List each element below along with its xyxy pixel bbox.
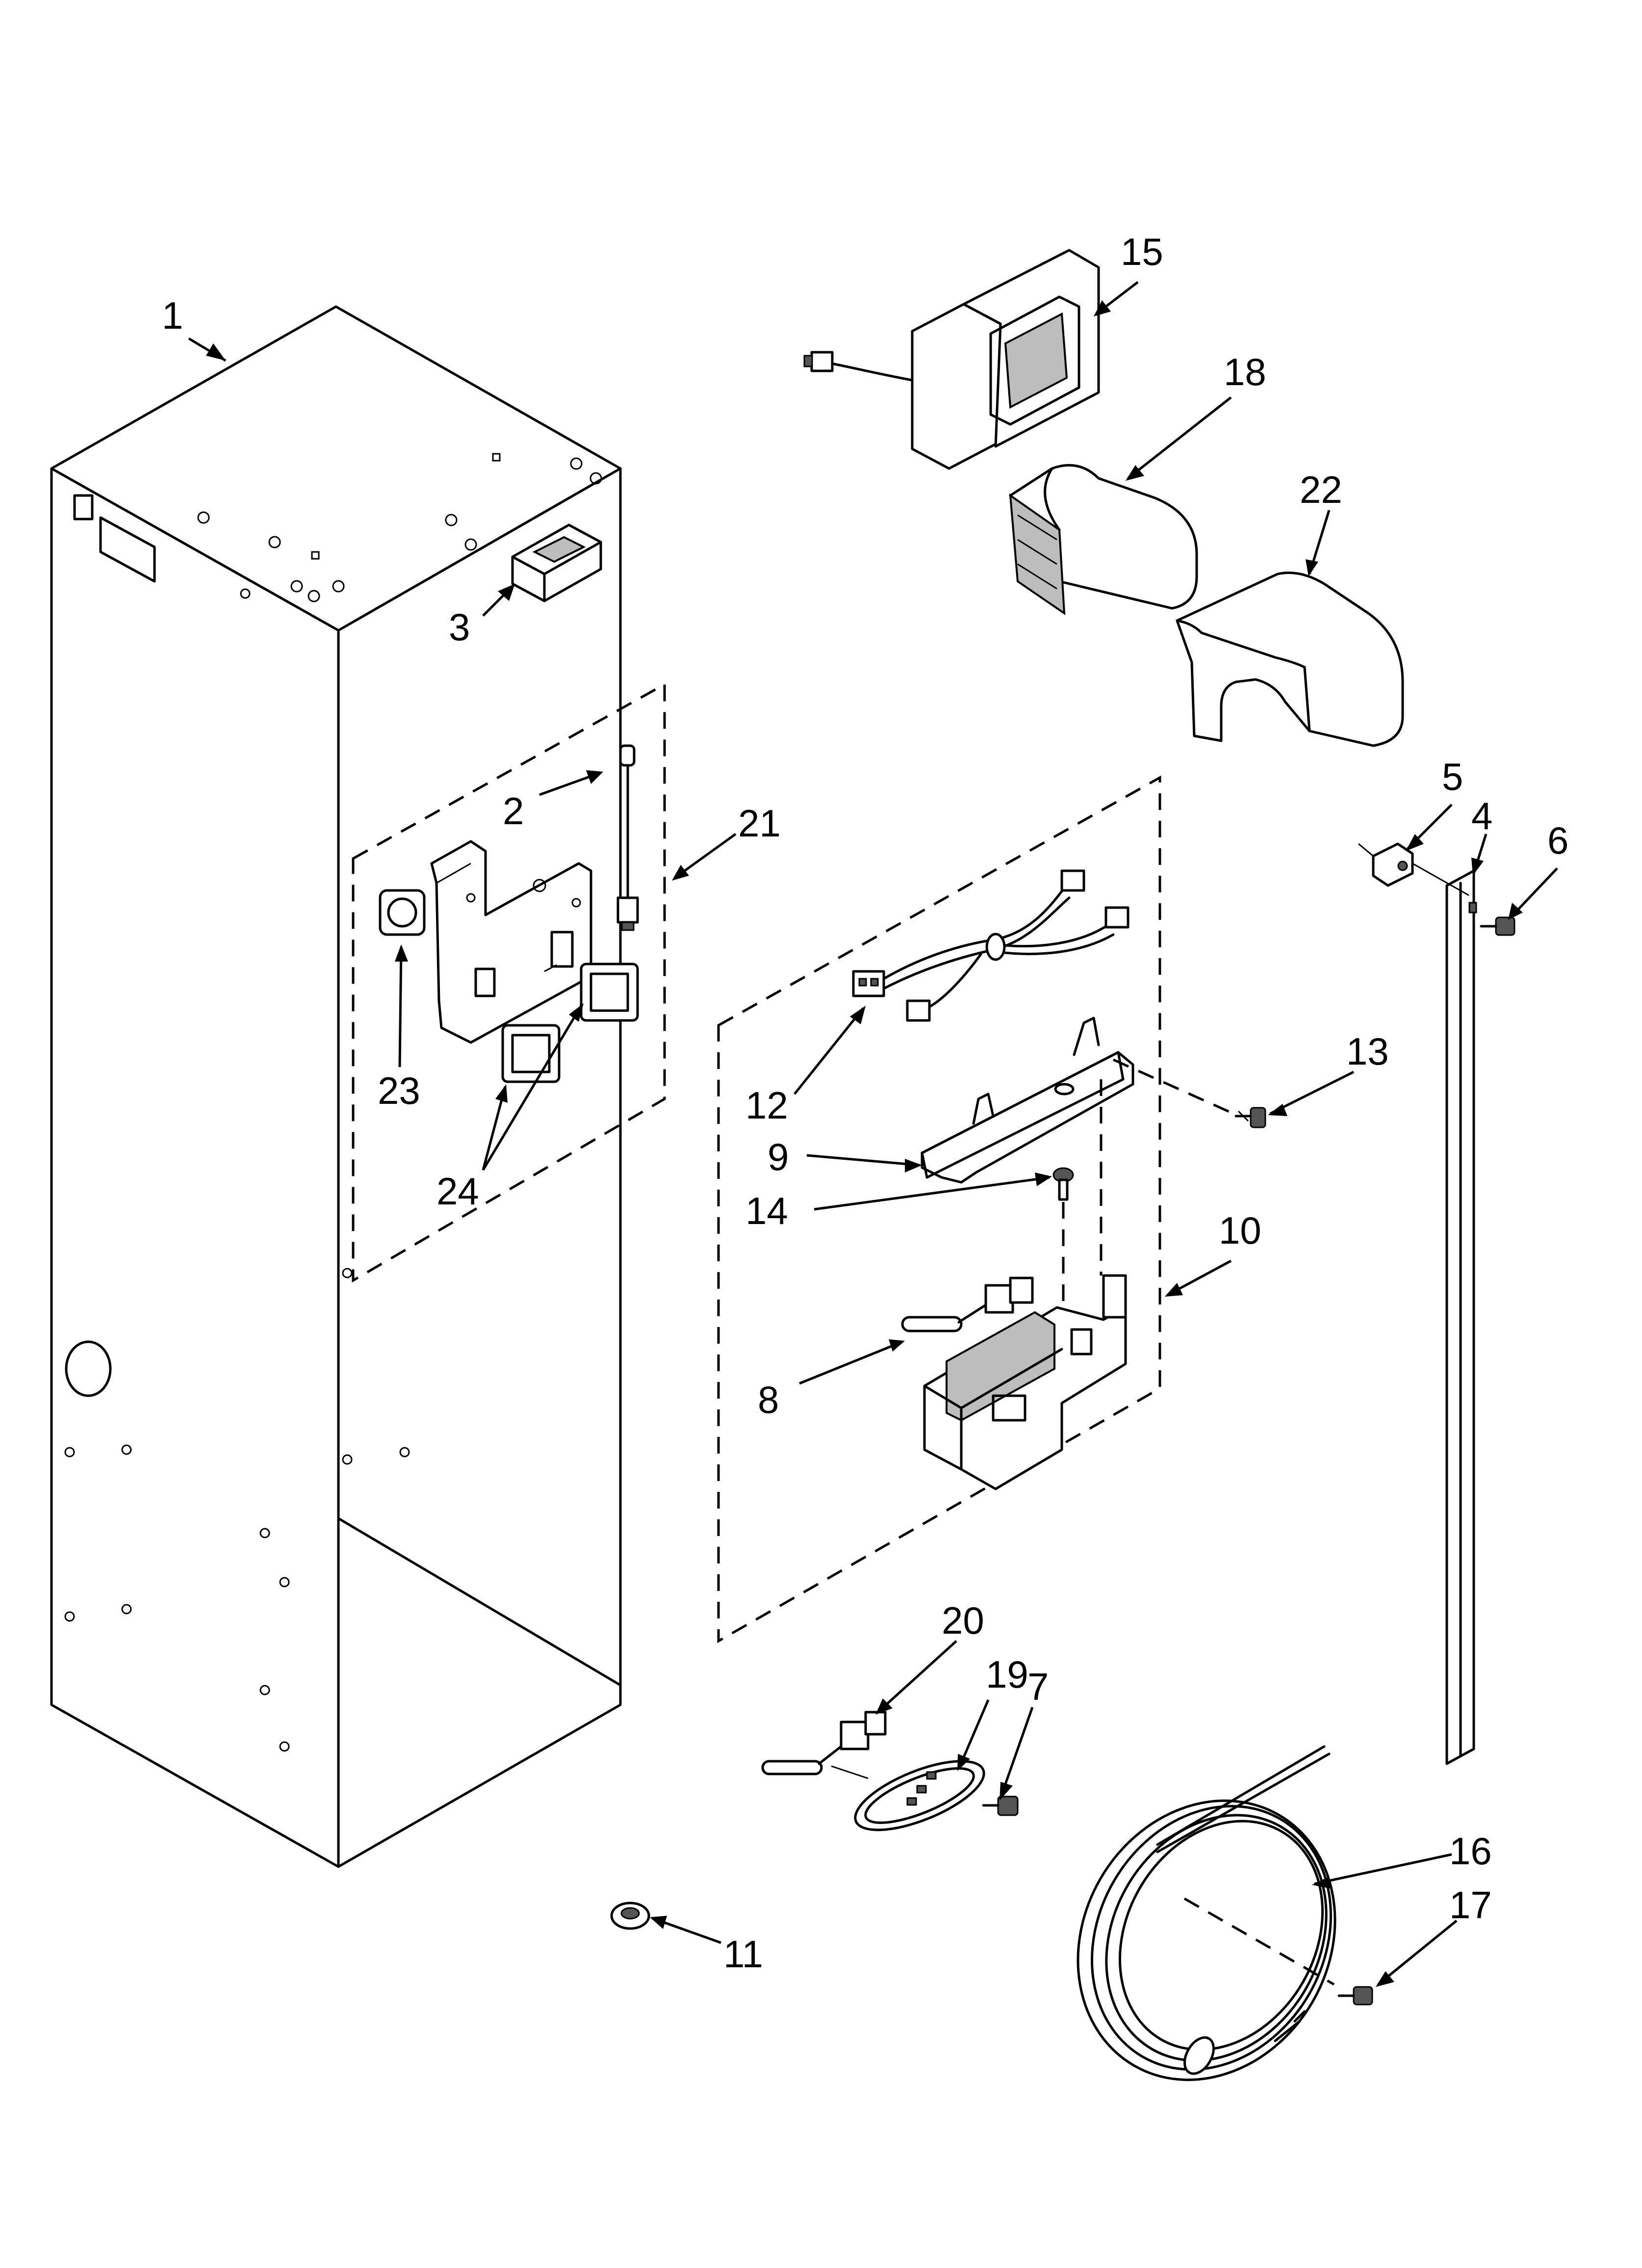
grommet-11 [610,1902,650,1930]
screw-7 [982,1796,1019,1816]
callout-9: 9 [768,1135,789,1178]
rail-clip-5 [1358,842,1469,896]
alignment-line-17 [1183,1897,1335,1986]
callout-17: 17 [1449,1883,1492,1927]
tubing-coil-16 [1077,1745,1336,2081]
control-cover-9 [921,1017,1134,1184]
control-housing-10 [923,1274,1127,1490]
screw-6 [1480,916,1515,936]
callout-15: 15 [1121,230,1163,273]
thermistor-20 [761,1711,887,1775]
callout-3: 3 [449,605,470,649]
callout-12: 12 [745,1084,788,1127]
callout-13: 13 [1346,1030,1389,1073]
callout-24: 24 [436,1170,479,1213]
assembly-boundary-21 [352,682,666,1283]
callout-5: 5 [1442,755,1463,798]
sensor-cover-19 [831,1760,985,1831]
duct-cover-18 [1009,464,1198,615]
shelf-rail-4 [1445,869,1477,1765]
screw-13 [1234,1107,1266,1128]
callout-23: 23 [378,1069,420,1112]
callout-1: 1 [162,294,183,337]
damper-15 [803,249,1100,470]
callout-7: 7 [1027,1665,1049,1708]
callout-21: 21 [738,802,781,845]
screw-14 [1052,1167,1074,1201]
callout-2: 2 [503,789,524,833]
alignment-line-13 [1112,1058,1234,1115]
callout-18: 18 [1224,350,1266,393]
callout-8: 8 [758,1378,779,1421]
thermistor-8 [901,1277,1034,1332]
cabinet-liner [50,305,622,1868]
callout-20: 20 [942,1599,984,1642]
arrow-heads [206,300,1523,1987]
callout-4: 4 [1471,794,1492,837]
callout-22: 22 [1300,468,1342,511]
wire-harness-12 [852,869,1129,1022]
callout-6: 6 [1547,819,1568,862]
screw-17 [1337,1986,1373,2006]
callout-labels: 1 2 3 4 5 6 7 8 9 10 11 12 13 14 15 16 1… [162,230,1568,1976]
callout-16: 16 [1449,1829,1492,1873]
callout-10: 10 [1219,1209,1261,1252]
callout-19: 19 [986,1653,1028,1696]
callout-14: 14 [745,1189,788,1232]
top-connector-housing [511,523,602,602]
assembly-boundary-10 [717,775,1161,1643]
thermistor-2 [616,744,639,931]
callout-11: 11 [723,1932,763,1976]
leader-lines [188,281,1558,1985]
air-duct-22 [1176,572,1404,747]
grommet-23 [379,889,426,936]
